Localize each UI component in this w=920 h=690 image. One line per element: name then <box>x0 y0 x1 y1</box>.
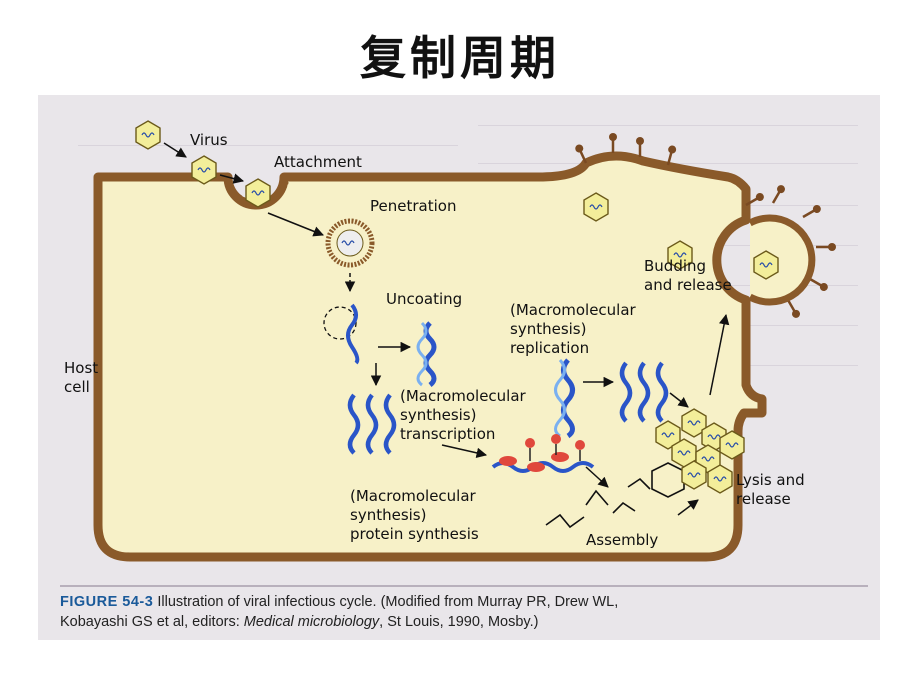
budding-bulge <box>748 214 816 306</box>
virus-particle-icon <box>135 120 161 150</box>
caption-text-1: Illustration of viral infectious cycle. … <box>153 594 619 610</box>
mrna-strands <box>347 393 397 455</box>
figure-number: FIGURE 54-3 <box>60 594 154 610</box>
label-replication: (Macromolecular synthesis) replication <box>510 301 636 357</box>
figure-caption: FIGURE 54-3 Illustration of viral infect… <box>60 592 870 632</box>
polysome <box>491 434 595 473</box>
caption-text-3: , St Louis, 1990, Mosby.) <box>379 614 539 630</box>
caption-rule <box>60 585 868 587</box>
virus-particle-icon <box>191 155 217 185</box>
label-transcription: (Macromolecular synthesis) transcription <box>400 387 526 443</box>
attachment-pit <box>225 180 289 207</box>
caption-text-2: Kobayashi GS et al, editors: <box>60 614 244 630</box>
label-budding: Budding and release <box>644 257 732 294</box>
label-lysis: Lysis and release <box>736 471 805 508</box>
label-assembly: Assembly <box>586 531 659 549</box>
progeny-virus-icon <box>583 192 609 222</box>
attached-virus-icon <box>245 178 271 208</box>
label-penetration: Penetration <box>370 197 457 215</box>
background-text-line <box>478 125 858 126</box>
budding-virus-icon <box>753 250 779 280</box>
figure: Virus Attachment Penetration Uncoating H… <box>38 95 880 640</box>
slide-title: 复制周期 <box>360 31 560 85</box>
label-host-cell: Host cell <box>64 359 99 396</box>
label-protein-synthesis: (Macromolecular synthesis) protein synth… <box>350 487 479 543</box>
label-virus: Virus <box>190 131 228 149</box>
label-uncoating: Uncoating <box>386 290 463 308</box>
label-attachment: Attachment <box>274 153 362 171</box>
viral-cycle-diagram <box>93 120 838 562</box>
background-text-line <box>78 145 458 146</box>
caption-journal: Medical microbiology <box>243 614 380 630</box>
